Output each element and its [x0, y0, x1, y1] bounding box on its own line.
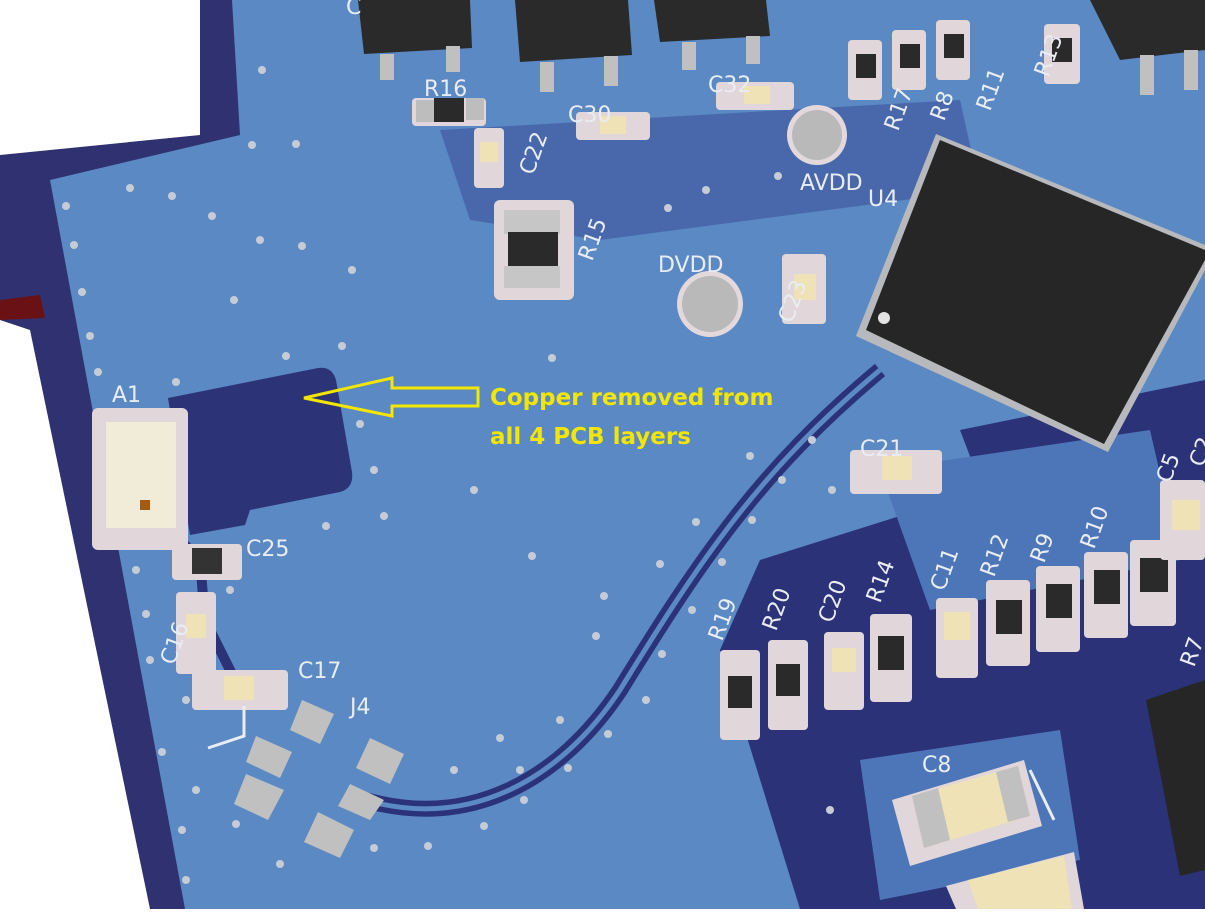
smd-r20[interactable]: [768, 640, 808, 730]
smd-r13[interactable]: [1044, 24, 1080, 84]
smd-c17[interactable]: [192, 670, 288, 710]
smd-c16[interactable]: [176, 592, 216, 674]
label-c21: C21: [860, 437, 903, 462]
smd-c25[interactable]: [172, 544, 242, 580]
label-avdd: AVDD: [800, 171, 863, 196]
ic-bottom-right[interactable]: [1146, 680, 1205, 876]
label-c17: C17: [298, 659, 341, 684]
smd-r8[interactable]: [892, 30, 926, 90]
label-c-partial: C: [346, 0, 361, 20]
smd-c5[interactable]: [1160, 480, 1205, 560]
smd-r12[interactable]: [986, 580, 1030, 666]
ic-top-right[interactable]: [1090, 0, 1205, 60]
smd-c21[interactable]: [850, 450, 942, 494]
smd-r17[interactable]: [848, 40, 882, 100]
smd-bottom[interactable]: [946, 852, 1084, 909]
j4-pads[interactable]: [234, 700, 404, 858]
smd-r14[interactable]: [870, 614, 912, 702]
u4-chip[interactable]: [856, 134, 1205, 452]
ic-top-2[interactable]: [515, 0, 632, 62]
annotation-arrow: [303, 376, 480, 418]
label-c25: C25: [246, 537, 289, 562]
label-c32: C32: [708, 73, 751, 98]
dvdd-testpoint[interactable]: [682, 276, 738, 332]
annotation-line-1: Copper removed from: [490, 385, 773, 411]
label-u4: U4: [868, 187, 898, 212]
keepout-area: [168, 367, 353, 535]
smd-c8[interactable]: [892, 760, 1042, 866]
c8-silk-line: [1028, 769, 1056, 821]
a1-antenna[interactable]: [92, 408, 188, 550]
smd-c23[interactable]: [782, 254, 826, 324]
label-c8: C8: [922, 753, 951, 778]
annotation-line-2: all 4 PCB layers: [490, 424, 691, 450]
ic-top-3[interactable]: [654, 0, 770, 42]
label-dvdd: DVDD: [658, 253, 723, 278]
smd-r19[interactable]: [720, 650, 760, 740]
ic-top-1[interactable]: [358, 0, 472, 54]
smd-r11[interactable]: [936, 20, 970, 80]
smd-c20[interactable]: [824, 632, 864, 710]
board-edge-copper-layer: [0, 295, 45, 320]
smd-r16[interactable]: [412, 98, 486, 126]
smd-c22[interactable]: [474, 128, 504, 188]
stitching-vias: [62, 66, 836, 884]
smd-r7[interactable]: [1130, 540, 1176, 626]
smd-c11[interactable]: [936, 598, 978, 678]
label-a1: A1: [112, 383, 141, 408]
smd-r10[interactable]: [1084, 552, 1128, 638]
label-c30: C30: [568, 103, 611, 128]
smd-r15[interactable]: [494, 200, 574, 300]
label-r16: R16: [424, 77, 467, 102]
rf-trace: [364, 368, 882, 812]
smd-c30[interactable]: [576, 112, 650, 140]
smd-r9[interactable]: [1036, 566, 1080, 652]
u4-pin1-marker: [878, 312, 890, 324]
ic-legs: [380, 36, 1198, 95]
c17-silk-line: [207, 706, 246, 750]
label-j4: J4: [348, 695, 371, 720]
smd-c32[interactable]: [716, 82, 794, 110]
avdd-testpoint[interactable]: [792, 110, 842, 160]
